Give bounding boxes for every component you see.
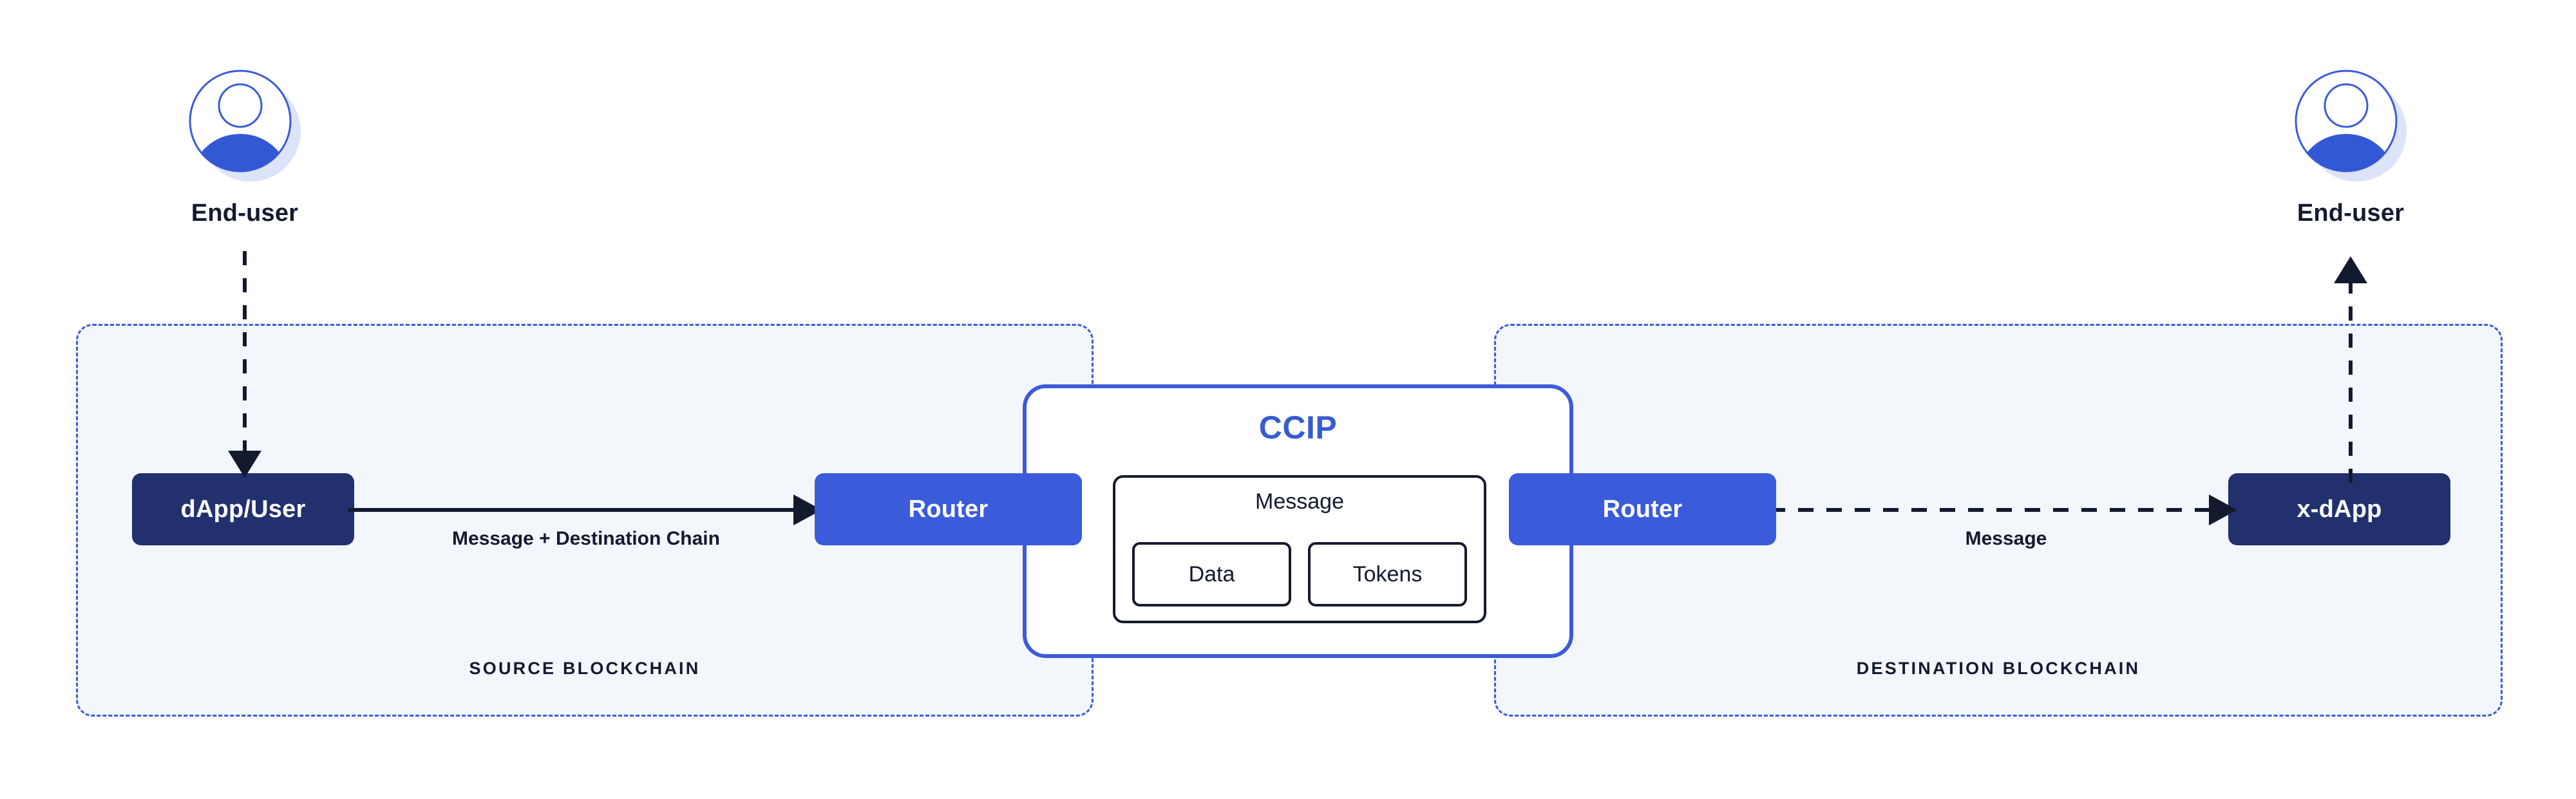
connector-dapp-to-router xyxy=(348,494,822,525)
node-router-source[interactable]: Router xyxy=(815,473,1082,545)
message-title: Message xyxy=(1255,489,1344,514)
user-avatar-icon xyxy=(2295,70,2407,182)
message-box: Message Data Tokens xyxy=(1113,475,1486,623)
message-chip-row: Data Tokens xyxy=(1132,542,1467,606)
connector-router-to-xdapp xyxy=(1770,494,2237,525)
message-chip-data: Data xyxy=(1132,542,1291,606)
actor-label-end-user-right: End-user xyxy=(2297,200,2405,227)
node-router-destination[interactable]: Router xyxy=(1509,473,1776,545)
connector-xdapp-to-user xyxy=(2334,256,2367,483)
edge-label-message-destination-chain: Message + Destination Chain xyxy=(452,528,720,549)
user-avatar-icon xyxy=(189,70,301,182)
node-dapp-user[interactable]: dApp/User xyxy=(132,473,354,545)
edge-label-message: Message xyxy=(1965,528,2047,549)
node-x-dapp-label: x-dApp xyxy=(2297,495,2382,523)
ccip-panel: CCIP Message Data Tokens xyxy=(1023,384,1573,658)
actor-end-user-left: End-user xyxy=(155,64,335,227)
message-chip-tokens: Tokens xyxy=(1308,542,1467,606)
ccip-title: CCIP xyxy=(1258,409,1338,446)
actor-label-end-user-left: End-user xyxy=(191,200,299,227)
node-dapp-user-label: dApp/User xyxy=(180,495,306,523)
node-router-source-label: Router xyxy=(908,495,989,523)
node-x-dapp[interactable]: x-dApp xyxy=(2228,473,2450,545)
connector-user-to-dapp xyxy=(228,251,261,478)
node-router-destination-label: Router xyxy=(1602,495,1683,523)
region-source-label: SOURCE BLOCKCHAIN xyxy=(469,659,701,678)
actor-end-user-right: End-user xyxy=(2260,64,2441,227)
region-destination-label: DESTINATION BLOCKCHAIN xyxy=(1856,659,2141,678)
